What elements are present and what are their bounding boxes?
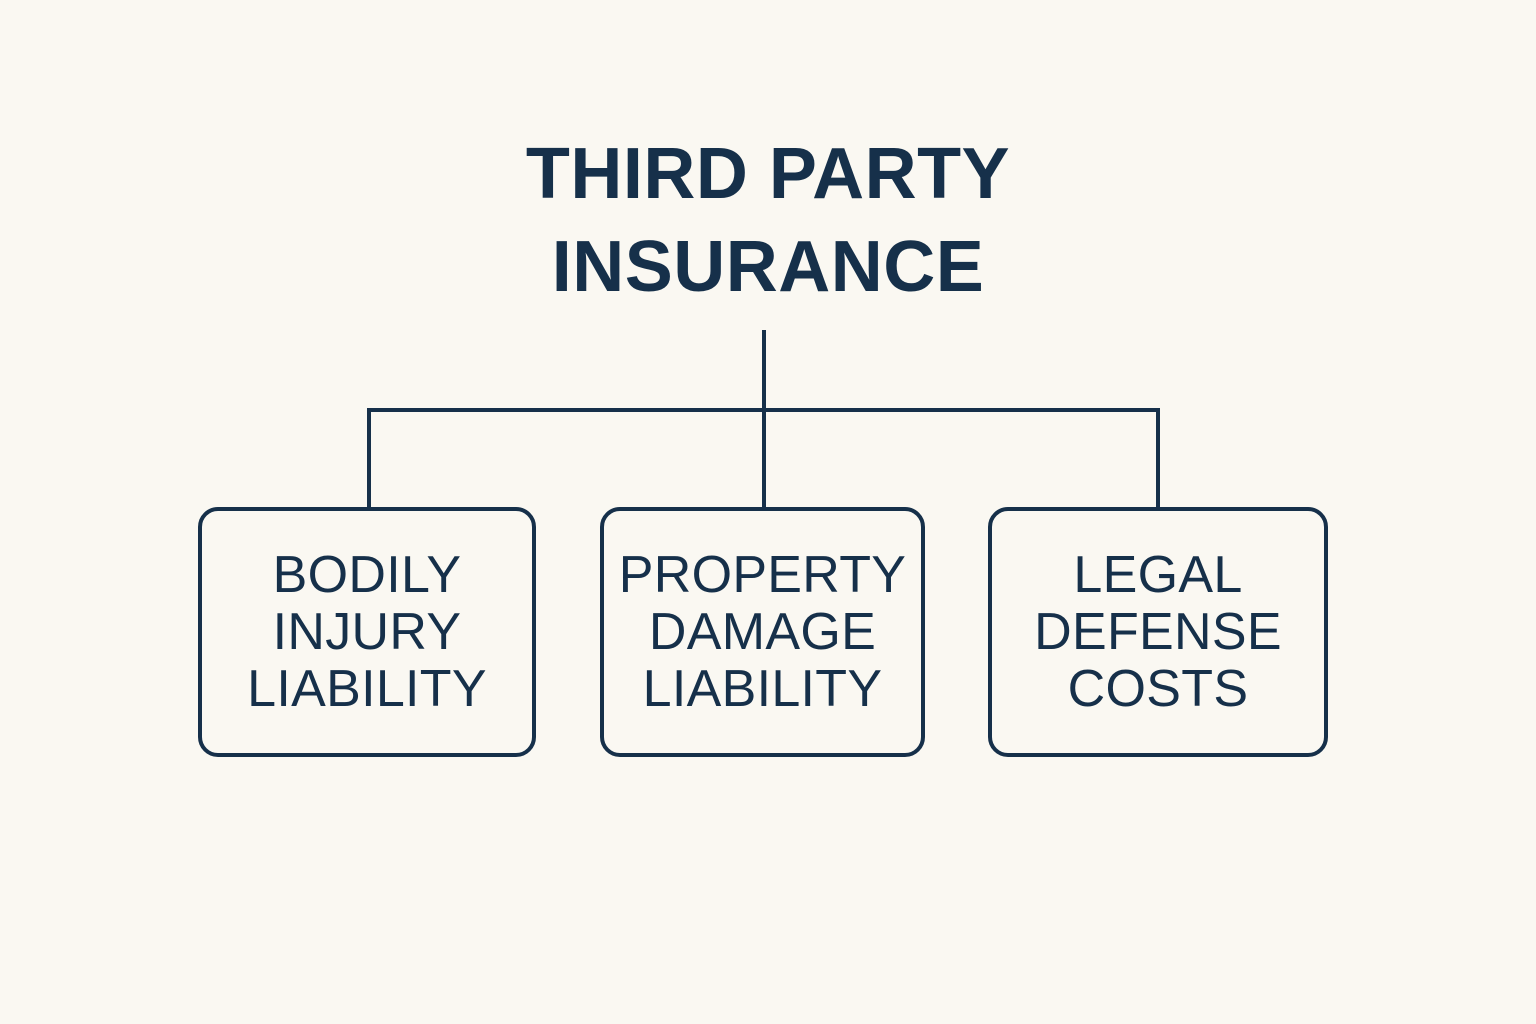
node-box-property-damage-liability[interactable]: PROPERTY DAMAGE LIABILITY [600,507,925,757]
node-label-bodily-injury-liability: BODILY INJURY LIABILITY [247,545,487,718]
node-box-legal-defense-costs[interactable]: LEGAL DEFENSE COSTS [988,507,1328,757]
node-label-property-damage-liability: PROPERTY DAMAGE LIABILITY [618,545,907,718]
diagram-root-title: THIRD PARTY INSURANCE [525,134,1011,307]
node-label-legal-defense-costs: LEGAL DEFENSE COSTS [1034,545,1282,718]
node-box-bodily-injury-liability[interactable]: BODILY INJURY LIABILITY [198,507,536,757]
